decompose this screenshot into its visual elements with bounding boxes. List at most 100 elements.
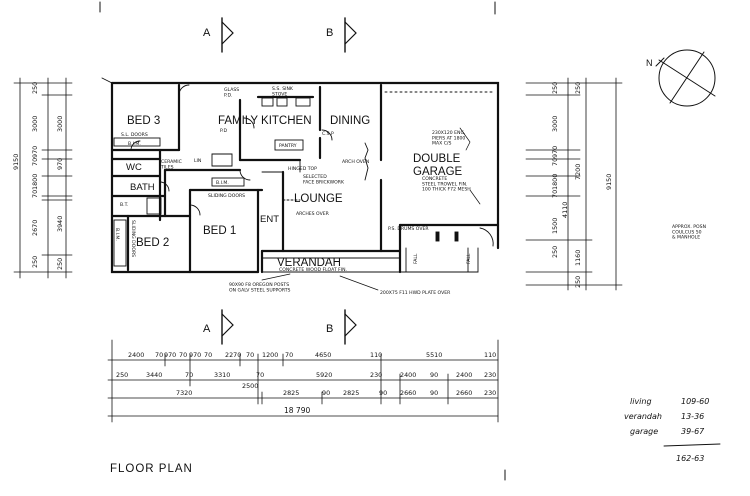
dim-b1-9: 70 <box>285 351 293 359</box>
section-marker-a-top: A <box>203 17 234 53</box>
north-label: N <box>646 58 653 68</box>
dim-b2-7: 2400 <box>400 371 416 379</box>
dim-b2-3: 3310 <box>214 371 230 379</box>
dim-right-a-8: 250 <box>551 246 559 258</box>
section-b-top-label: B <box>326 27 333 39</box>
dim-b3-6: 90 <box>430 389 438 397</box>
note-fall-2: FALL <box>466 253 472 264</box>
room-bath: BATH <box>130 182 155 193</box>
left-dimensions <box>13 77 73 279</box>
note-plate: 200X75 F11 HWD PLATE OVER <box>380 290 451 296</box>
area-schedule: living 109-60 verandah 13-36 garage 39-6… <box>624 397 709 463</box>
dim-b3-0: 7320 <box>176 389 192 397</box>
dim-b1-4: 970 <box>189 351 201 359</box>
dim-b2-4: 70 <box>256 371 264 379</box>
dim-right-b-2: 7200 <box>574 164 582 180</box>
dim-left-7: 2670 <box>31 220 39 236</box>
dim-left-1: 250 <box>31 82 39 94</box>
section-marker-a-bottom: A <box>203 309 234 345</box>
dim-left-inner-4: 250 <box>56 258 64 270</box>
dim-left-6: 70 <box>31 190 39 198</box>
left-dimension-text: 9150 250 3000 970 70 1800 70 2670 250 30… <box>12 82 64 270</box>
north-point: N <box>646 49 716 107</box>
note-fall-1: FALL <box>413 253 419 264</box>
dim-right-b-1: 250 <box>574 82 582 94</box>
note-arches-over: ARCHES OVER <box>296 211 330 217</box>
dim-b3-4: 90 <box>379 389 387 397</box>
dim-b3-3: 2825 <box>343 389 359 397</box>
dim-b3-8: 230 <box>484 389 496 397</box>
dim-left-4: 70 <box>31 158 39 166</box>
dim-left-5: 1800 <box>31 174 39 190</box>
note-pd: P.D <box>220 128 228 134</box>
dim-right-a-6: 70 <box>551 190 559 198</box>
area-total: 162-63 <box>676 454 704 463</box>
note-bim-2: B.I.M. <box>114 228 120 241</box>
dim-b1-12: 5510 <box>426 351 442 359</box>
bottom-dimensions <box>107 339 499 423</box>
dim-b2-1: 3440 <box>146 371 162 379</box>
section-a-top-label: A <box>203 27 211 39</box>
note-hinged-top: HINGED TOP <box>288 166 317 172</box>
dim-b3-7: 2660 <box>456 389 472 397</box>
room-verandah: VERANDAH <box>277 257 341 269</box>
dim-right-b-3: 1160 <box>574 250 582 266</box>
room-bed1: BED 1 <box>203 225 236 237</box>
dim-b1-5: 70 <box>204 351 212 359</box>
area-living-value: 109-60 <box>681 397 709 406</box>
dim-right-a-5: 1800 <box>551 174 559 190</box>
note-bt: B.T. <box>120 202 128 208</box>
dim-left-inner-1: 3000 <box>56 116 64 132</box>
dim-b1-10: 4650 <box>315 351 331 359</box>
dim-right-a-1: 250 <box>551 82 559 94</box>
area-verandah-label: verandah <box>624 412 662 421</box>
note-sliding-doors: SLIDING DOORS <box>208 193 245 199</box>
dim-b1-0: 2400 <box>128 351 144 359</box>
dim-b1-13: 110 <box>484 351 496 359</box>
sheet-ticks <box>99 1 506 481</box>
note-arch-oven: ARCH OVEN <box>342 159 369 165</box>
dim-b3-2: 90 <box>322 389 330 397</box>
section-marker-b-bottom: B <box>326 309 357 345</box>
room-family-kitchen: FAMILY KITCHEN <box>218 115 312 127</box>
note-bim-3: B.I.M. <box>216 180 229 186</box>
note-sl-doors: S.L. DOORS <box>121 132 148 138</box>
note-pantry: PANTRY <box>279 143 297 149</box>
area-verandah-value: 13-36 <box>681 412 704 421</box>
bottom-dimension-text: 2400 70 970 70 970 70 2270 70 1200 70 46… <box>116 351 496 415</box>
dim-b3-1: 2825 <box>283 389 299 397</box>
dim-b2-10: 230 <box>484 371 496 379</box>
room-bed3: BED 3 <box>127 115 160 127</box>
note-sliding-doors-bed2: SLIDING DOORS <box>130 220 136 257</box>
area-living-label: living <box>630 397 652 406</box>
dim-b2-0: 250 <box>116 371 128 379</box>
dim-b1-11: 110 <box>370 351 382 359</box>
dim-b3-5: 2660 <box>400 389 416 397</box>
dim-b2-2: 70 <box>185 371 193 379</box>
dim-left-3: 970 <box>31 146 39 158</box>
area-garage-label: garage <box>630 427 658 436</box>
section-a-bottom-label: A <box>203 323 211 335</box>
dim-b1-2: 970 <box>164 351 176 359</box>
dim-b1-8: 1200 <box>262 351 278 359</box>
dim-b2-6: 230 <box>370 371 382 379</box>
dim-b2-9: 2400 <box>456 371 472 379</box>
dim-b1-3: 70 <box>179 351 187 359</box>
dim-right-c: 4110 <box>561 202 569 218</box>
right-dimension-text: 250 3000 970 70 1800 70 1500 250 250 720… <box>551 82 613 288</box>
dim-b2-extra: 2500 <box>242 382 258 390</box>
note-lin: LIN <box>194 158 201 164</box>
right-dimensions <box>525 77 623 291</box>
drawing-title: FLOOR PLAN <box>110 463 193 475</box>
section-b-bottom-label: B <box>326 323 333 335</box>
